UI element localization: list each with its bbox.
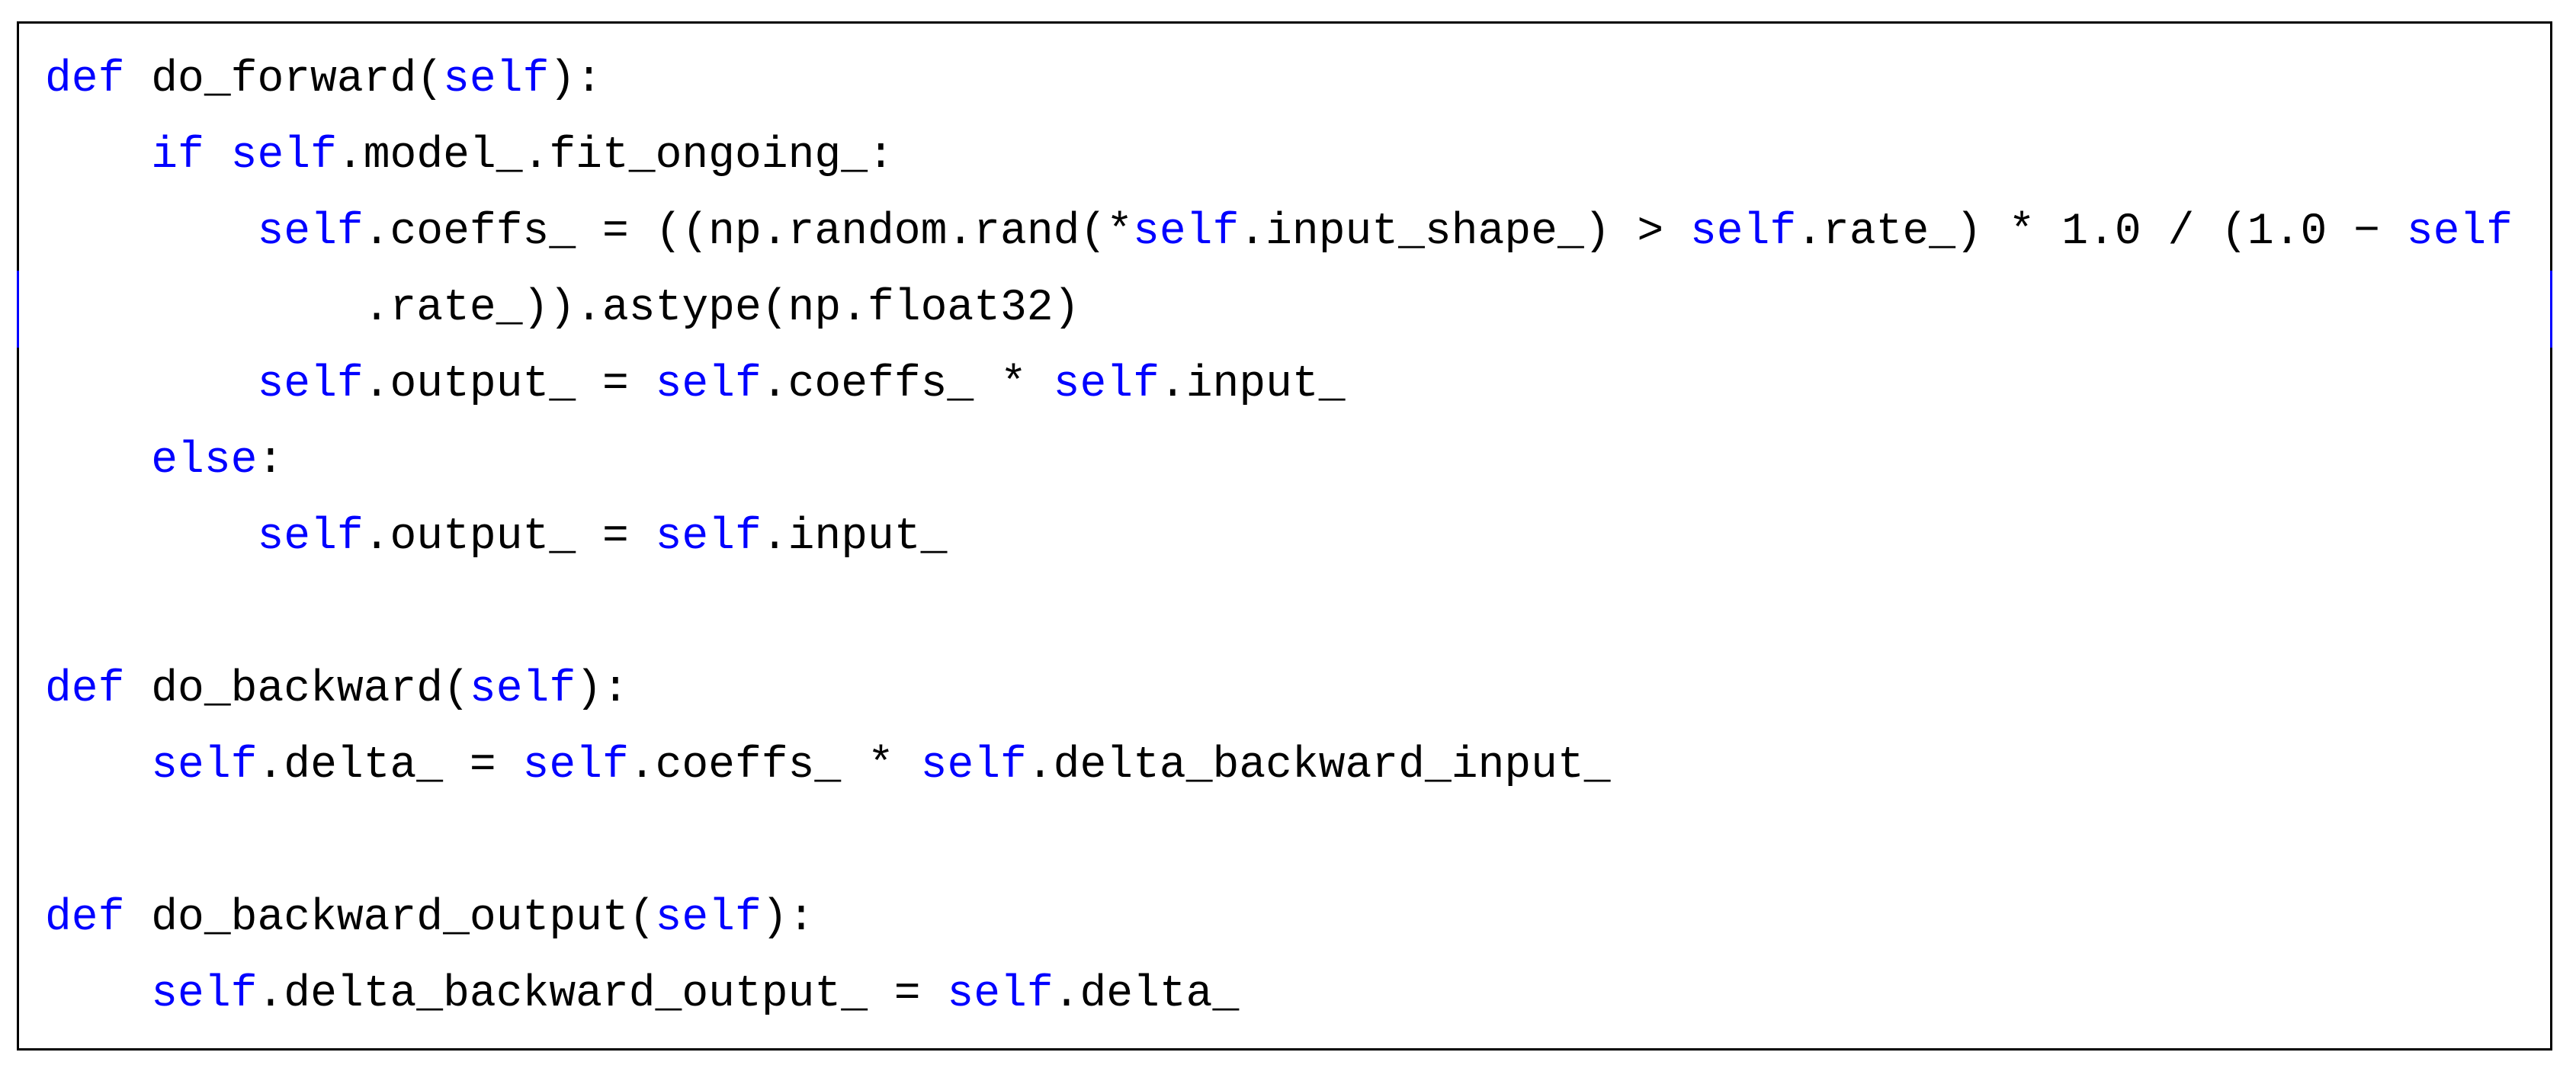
- code-line: self.output_ = self.input_: [45, 499, 2538, 576]
- code-token: .delta_ =: [257, 741, 523, 791]
- code-token: .input_: [1159, 360, 1346, 409]
- code-token: .coeffs_ = ((np.random.rand(*: [363, 207, 1134, 257]
- keyword-token: def: [45, 665, 125, 714]
- code-line: self.coeffs_ = ((np.random.rand(*self.in…: [45, 194, 2538, 271]
- keyword-token: def: [45, 55, 125, 104]
- code-token: .output_ =: [363, 360, 656, 409]
- code-line: .rate_)).astype(np.float32): [45, 271, 2538, 347]
- code-token: [45, 436, 151, 486]
- keyword-token: self: [257, 360, 364, 409]
- code-token: :: [257, 436, 284, 486]
- code-token: [45, 131, 151, 181]
- keyword-token: self: [443, 55, 550, 104]
- code-token: [45, 207, 257, 257]
- code-token: .model_.fit_ongoing_:: [336, 131, 894, 181]
- code-token: do_forward(: [124, 55, 444, 104]
- code-line: def do_backward(self):: [45, 652, 2538, 728]
- code-line: self.delta_backward_output_ = self.delta…: [45, 957, 2538, 1033]
- keyword-token: self: [1690, 207, 1797, 257]
- code-line: else:: [45, 423, 2538, 499]
- code-token: ):: [576, 665, 629, 714]
- code-token: .rate_)).astype(np.float32): [45, 284, 1080, 333]
- code-token: .coeffs_ *: [628, 741, 921, 791]
- keyword-token: self: [655, 360, 762, 409]
- line-wrap-marker-left: [17, 271, 19, 348]
- code-token: [45, 970, 151, 1019]
- code-token: .delta_: [1053, 970, 1240, 1019]
- keyword-token: if: [151, 131, 204, 181]
- keyword-token: self: [151, 970, 258, 1019]
- line-wrap-marker-right: [2550, 271, 2552, 348]
- code-line: def do_backward_output(self):: [45, 881, 2538, 957]
- code-listing: def do_forward(self): if self.model_.fit…: [19, 24, 2550, 1033]
- code-token: [204, 131, 231, 181]
- keyword-token: self: [151, 741, 258, 791]
- code-token: .coeffs_ *: [761, 360, 1054, 409]
- code-token: .output_ =: [363, 512, 656, 562]
- code-token: .rate_) * 1.0 / (1.0 −: [1796, 207, 2407, 257]
- keyword-token: self: [469, 665, 576, 714]
- code-line: [45, 804, 2538, 881]
- code-line: [45, 576, 2538, 652]
- code-token: [45, 512, 257, 562]
- code-line: def do_forward(self):: [45, 42, 2538, 118]
- code-line: self.delta_ = self.coeffs_ * self.delta_…: [45, 728, 2538, 804]
- code-token: ):: [761, 893, 815, 943]
- code-line: if self.model_.fit_ongoing_:: [45, 118, 2538, 194]
- keyword-token: self: [947, 970, 1054, 1019]
- code-token: .input_shape_) >: [1239, 207, 1690, 257]
- keyword-token: self: [522, 741, 629, 791]
- code-line: self.output_ = self.coeffs_ * self.input…: [45, 347, 2538, 423]
- keyword-token: self: [920, 741, 1027, 791]
- keyword-token: self: [2406, 207, 2513, 257]
- code-token: [45, 360, 257, 409]
- keyword-token: self: [1133, 207, 1240, 257]
- code-token: .input_: [761, 512, 948, 562]
- keyword-token: self: [655, 893, 762, 943]
- keyword-token: self: [655, 512, 762, 562]
- code-token: do_backward(: [124, 665, 470, 714]
- keyword-token: self: [1053, 360, 1160, 409]
- keyword-token: else: [151, 436, 258, 486]
- code-token: .delta_backward_input_: [1026, 741, 1611, 791]
- code-token: [45, 741, 151, 791]
- code-token: .delta_backward_output_ =: [257, 970, 948, 1019]
- keyword-token: self: [257, 512, 364, 562]
- keyword-token: self: [257, 207, 364, 257]
- keyword-token: self: [230, 131, 337, 181]
- keyword-token: def: [45, 893, 125, 943]
- code-token: do_backward_output(: [124, 893, 656, 943]
- code-listing-frame: def do_forward(self): if self.model_.fit…: [17, 21, 2552, 1051]
- code-token: ):: [549, 55, 602, 104]
